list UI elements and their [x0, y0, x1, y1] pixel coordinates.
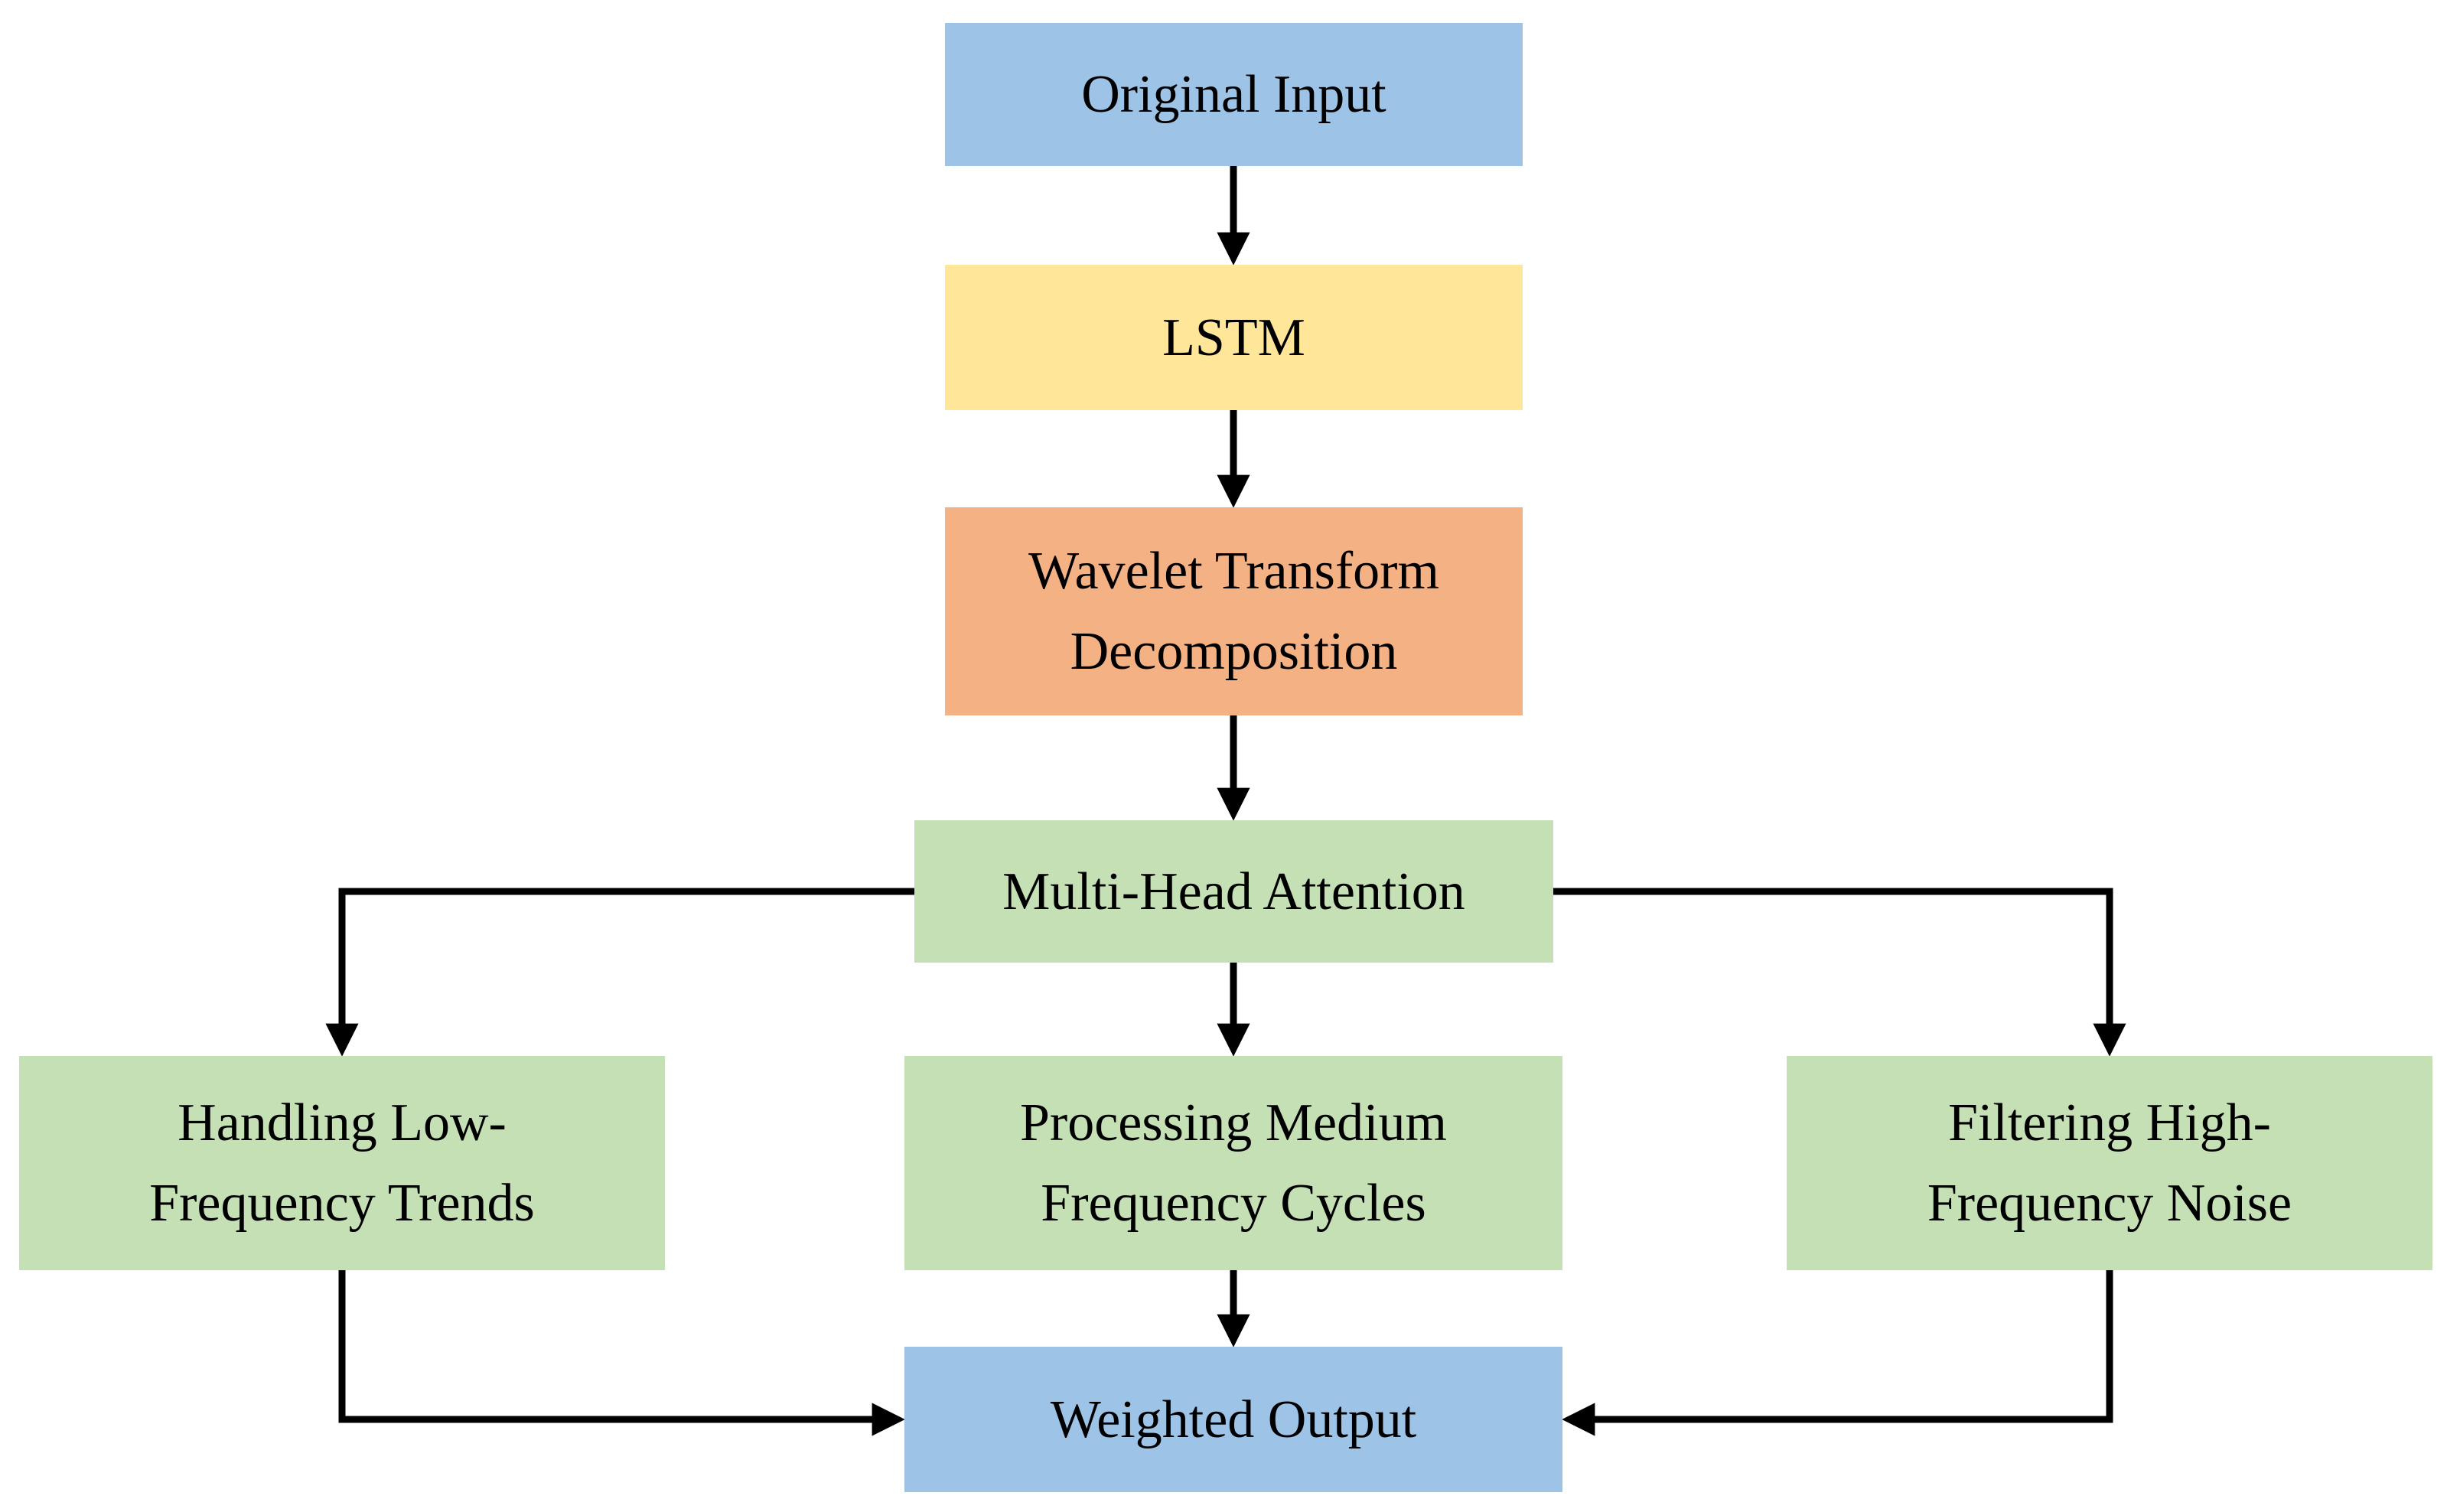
- node-wavelet-decomposition-label: Wavelet Transform Decomposition: [1028, 542, 1439, 681]
- node-medium-frequency-label: Processing Medium Frequency Cycles: [1019, 1093, 1448, 1233]
- node-multi-head-attention-label: Multi-Head Attention: [1002, 862, 1465, 921]
- node-wavelet-decomposition: Wavelet Transform Decomposition: [945, 507, 1523, 715]
- node-original-input-label: Original Input: [1081, 65, 1386, 124]
- node-original-input: Original Input: [945, 23, 1523, 166]
- edge-high-frequency-to-weighted-output: [1562, 1270, 2113, 1436]
- node-high-frequency: Filtering High- Frequency Noise: [1787, 1056, 2432, 1270]
- node-lstm-label: LSTM: [1162, 308, 1305, 367]
- edge-low-frequency-to-weighted-output: [338, 1270, 905, 1436]
- node-low-frequency-label: Handling Low- Frequency Trends: [149, 1093, 535, 1233]
- edge-group: [325, 166, 2126, 1436]
- node-multi-head-attention: Multi-Head Attention: [914, 820, 1553, 963]
- edge-multi-head-attention-to-low-frequency: [325, 888, 914, 1057]
- node-medium-frequency: Processing Medium Frequency Cycles: [904, 1056, 1562, 1270]
- node-lstm: LSTM: [945, 265, 1523, 410]
- edge-multi-head-attention-to-high-frequency: [1553, 888, 2126, 1057]
- node-high-frequency-label: Filtering High- Frequency Noise: [1927, 1093, 2292, 1233]
- node-weighted-output-label: Weighted Output: [1050, 1390, 1417, 1449]
- node-low-frequency: Handling Low- Frequency Trends: [19, 1056, 665, 1270]
- node-weighted-output: Weighted Output: [904, 1347, 1562, 1492]
